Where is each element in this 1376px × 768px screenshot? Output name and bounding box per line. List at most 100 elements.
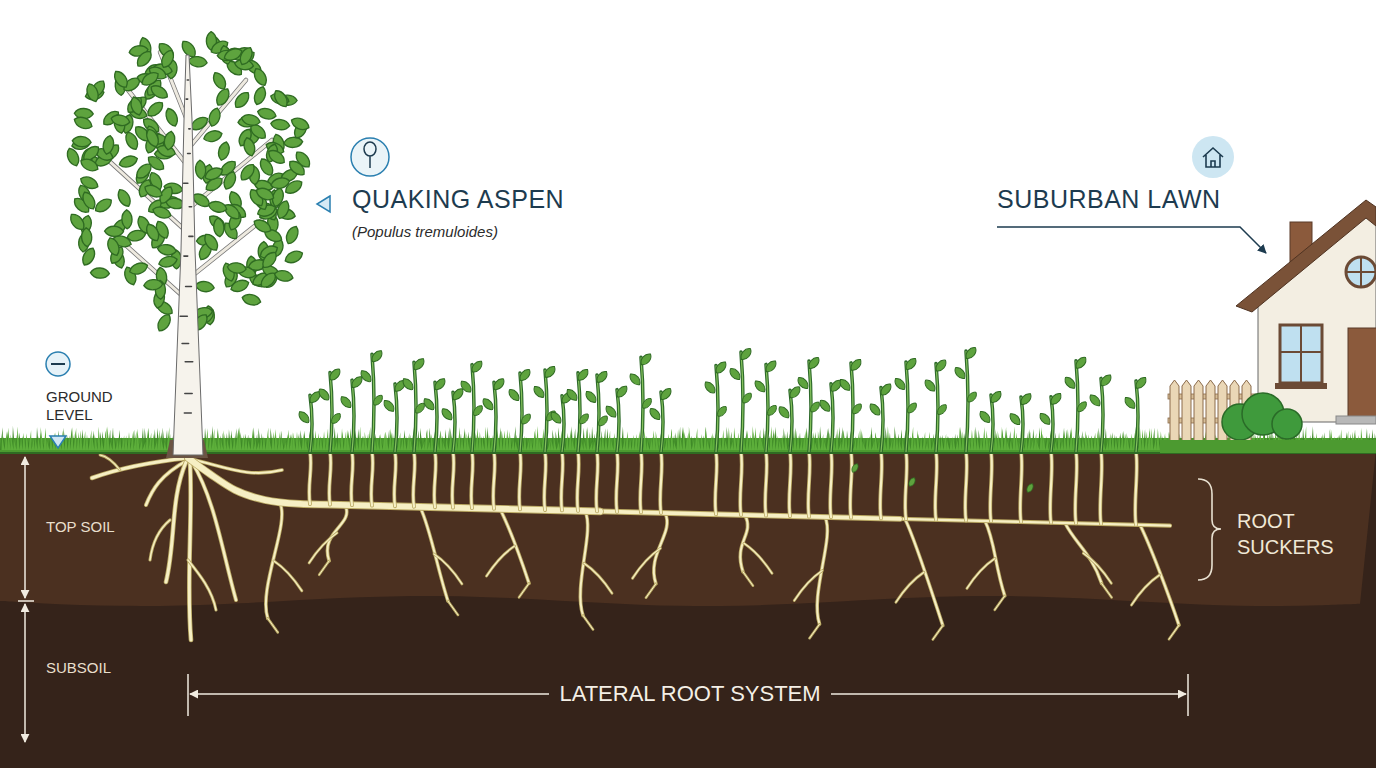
root-outline — [850, 452, 852, 518]
leaf — [328, 367, 343, 383]
sucker-stem — [330, 372, 332, 452]
root — [905, 452, 907, 519]
leaf — [240, 113, 261, 127]
root — [646, 584, 656, 598]
leaf — [543, 364, 558, 380]
step — [1336, 416, 1376, 424]
root-outline — [309, 533, 337, 563]
root — [519, 583, 529, 597]
leaf — [1063, 375, 1078, 391]
sucker-stem-core — [1021, 397, 1023, 452]
root-outline — [1020, 452, 1022, 522]
leaf — [287, 158, 308, 178]
leaf — [850, 402, 863, 416]
sucker-stem — [1101, 378, 1103, 452]
bark-mark — [184, 412, 191, 414]
leaf — [81, 228, 92, 247]
brace — [1198, 479, 1221, 580]
sucker-stem-core — [453, 392, 455, 452]
leaf — [128, 261, 149, 277]
root — [1020, 452, 1022, 522]
leaf — [163, 107, 180, 128]
sucker-stem-core — [851, 363, 853, 452]
sucker-stem — [881, 387, 883, 452]
leaf — [796, 375, 811, 391]
root-outline — [794, 571, 822, 601]
trunk — [173, 55, 203, 455]
leaf — [953, 365, 968, 381]
root — [493, 452, 495, 509]
leaf — [134, 161, 155, 181]
sucker-stem-core — [617, 390, 619, 452]
root — [309, 452, 311, 504]
dimension-tick — [187, 674, 189, 716]
sucker-stem — [310, 395, 312, 452]
root — [452, 452, 454, 508]
leaf — [923, 378, 938, 394]
leaf — [143, 279, 163, 291]
leaf — [317, 387, 332, 403]
layer-label: SUBSOIL — [46, 659, 111, 677]
root — [715, 452, 717, 514]
leaf — [118, 154, 139, 170]
leaf — [195, 280, 215, 293]
root-outline — [789, 452, 791, 516]
sucker-stem-core — [936, 364, 938, 452]
branch — [120, 240, 187, 300]
root — [640, 452, 642, 512]
leaf — [254, 186, 275, 203]
fence-picket — [1206, 380, 1215, 442]
root-outline — [584, 563, 612, 593]
leaf — [584, 389, 599, 405]
leaf — [90, 268, 109, 279]
leaf — [284, 224, 301, 245]
lawn-label: SUBURBAN LAWN — [997, 184, 1221, 214]
root-outline — [519, 452, 521, 509]
ground-level-glyph — [51, 363, 65, 365]
root-outline — [452, 452, 454, 508]
callout-label: ROOT SUCKERS — [1237, 508, 1347, 560]
house-icon-glyph — [1203, 148, 1223, 167]
door — [1348, 328, 1376, 422]
root — [371, 452, 373, 506]
leaf — [195, 160, 207, 180]
sucker-stem — [766, 364, 768, 452]
root-outline — [1083, 553, 1111, 583]
leaf — [1019, 391, 1034, 407]
sucker-stem — [851, 363, 853, 452]
sucker-stem-core — [716, 365, 718, 452]
leaf — [111, 69, 130, 90]
bark-mark — [189, 206, 191, 208]
root — [434, 452, 436, 507]
leaf — [703, 380, 718, 396]
leaf — [242, 136, 257, 157]
root — [471, 452, 473, 508]
bark-mark — [187, 79, 188, 81]
root-outline — [765, 452, 767, 516]
leaf — [1075, 400, 1088, 414]
leaf — [838, 377, 853, 393]
root — [150, 520, 170, 560]
leaf — [518, 367, 533, 383]
root-outline — [596, 452, 598, 511]
leaf — [149, 83, 170, 101]
root — [309, 533, 337, 563]
tree-icon — [351, 138, 389, 176]
leaf — [144, 222, 162, 243]
leaf — [159, 48, 176, 69]
leaf — [207, 107, 222, 128]
root-outline — [1100, 452, 1102, 524]
sucker-stem — [716, 365, 718, 452]
sucker-stem-core — [661, 392, 663, 452]
leaf — [764, 359, 779, 375]
leaf — [893, 376, 908, 392]
sucker-stem — [472, 365, 474, 452]
leaf — [628, 372, 643, 388]
leaf — [271, 88, 290, 109]
leaf — [67, 211, 87, 232]
leaf — [283, 248, 304, 265]
root-outline — [1050, 452, 1052, 523]
leaf — [788, 385, 803, 401]
root — [487, 546, 515, 576]
sucker-stem-core — [310, 395, 312, 452]
